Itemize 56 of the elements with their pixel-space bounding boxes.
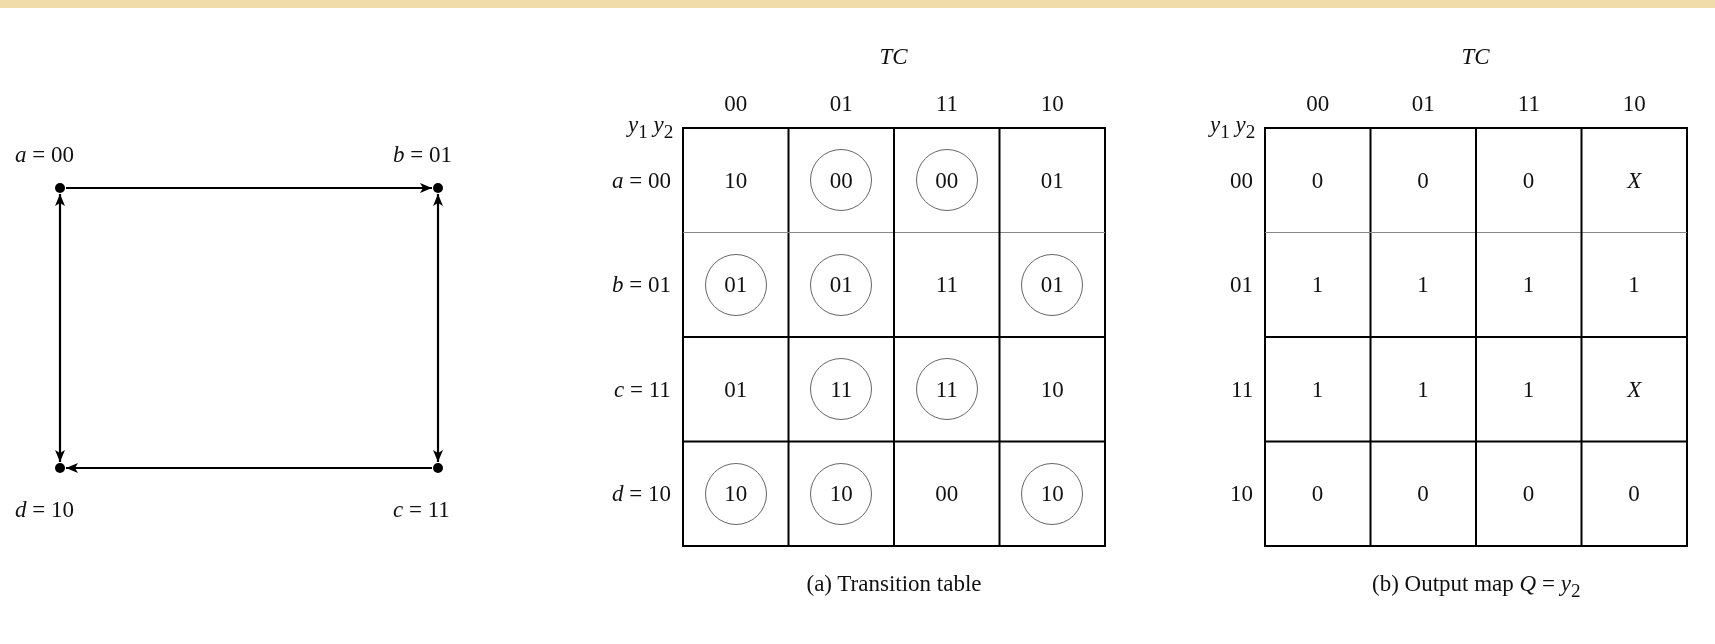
arrow <box>55 194 65 462</box>
table-cell-value: 0 <box>1311 168 1324 192</box>
state-label: a = 00 <box>15 143 74 166</box>
column-header: 11 <box>1517 92 1540 115</box>
row-header: 11 <box>1231 377 1254 401</box>
table-cell-value: 1 <box>1628 273 1640 297</box>
state-dot <box>433 463 443 473</box>
row-header: c = 11 <box>614 377 671 401</box>
column-header: 11 <box>935 92 958 115</box>
table-cell-value: 1 <box>1522 273 1535 297</box>
row-variable-label: y$_{1}$ y$_{2}$ <box>1210 113 1256 141</box>
row-header: 01 <box>1230 273 1253 297</box>
table-cell-value: 0 <box>1417 168 1429 192</box>
state-dot <box>433 183 443 193</box>
row-header: 10 <box>1230 482 1253 506</box>
state-dot <box>55 463 65 473</box>
table-cell-value: 1 <box>1522 377 1535 401</box>
row-header: 00 <box>1230 168 1253 192</box>
state-label: b = 01 <box>393 143 452 166</box>
axis-title: TC <box>1461 45 1490 68</box>
column-header: 10 <box>1622 92 1646 115</box>
table-cell-value: X <box>1627 377 1642 401</box>
arrow <box>66 183 432 193</box>
table-cell-value: 0 <box>1522 482 1535 506</box>
arrow <box>433 194 443 462</box>
column-header: 01 <box>1411 92 1435 115</box>
table-cell-value: 11 <box>935 273 958 297</box>
table-cell-value: 00 <box>935 482 959 506</box>
table-cell-value: 0 <box>1628 482 1640 506</box>
row-header: d = 10 <box>612 482 671 506</box>
state-dot <box>55 183 65 193</box>
table-cell-value: X <box>1627 168 1642 192</box>
table-cell-value: 1 <box>1311 273 1324 297</box>
state-label: d = 10 <box>15 498 74 521</box>
table-cell-value: 1 <box>1417 273 1429 297</box>
column-header: 01 <box>829 92 853 115</box>
row-header: b = 01 <box>612 273 671 297</box>
row-header: a = 00 <box>612 168 671 192</box>
figure-caption: (a) Transition table <box>806 572 982 595</box>
table-cell-value: 0 <box>1417 482 1429 506</box>
table-cell-value: 10 <box>724 168 748 192</box>
axis-title: TC <box>879 45 908 68</box>
table-cell-value: 1 <box>1311 377 1324 401</box>
table-cell-value: 01 <box>1040 168 1064 192</box>
column-header: 00 <box>1306 92 1330 115</box>
table-cell-value: 1 <box>1417 377 1429 401</box>
table-cell-value: 0 <box>1522 168 1535 192</box>
table-cell-value: 10 <box>1040 377 1064 401</box>
figure-caption: (b) Output map Q = y$_{2}$ <box>1372 572 1581 600</box>
state-label: c = 11 <box>393 498 450 521</box>
row-variable-label: y$_{1}$ y$_{2}$ <box>628 113 674 141</box>
table-cell-value: 01 <box>724 377 748 401</box>
column-header: 10 <box>1040 92 1064 115</box>
column-header: 00 <box>724 92 748 115</box>
table-cell-value: 0 <box>1311 482 1324 506</box>
arrow <box>66 463 432 473</box>
